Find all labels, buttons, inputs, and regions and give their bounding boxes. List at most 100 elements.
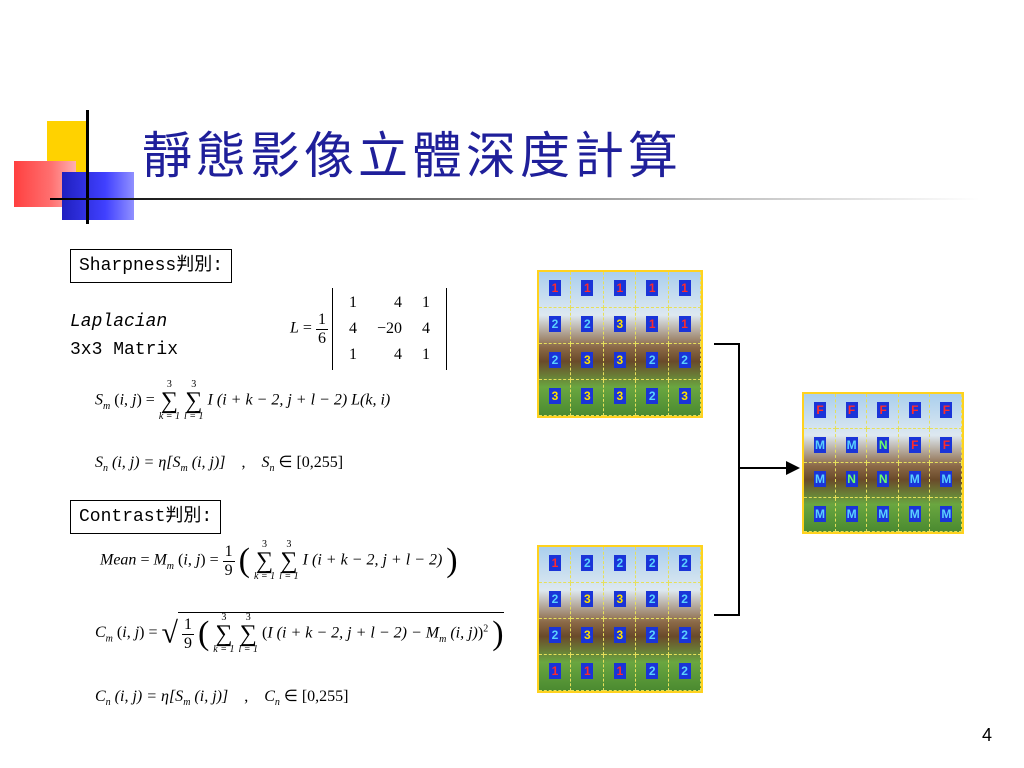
grid-cell: F bbox=[835, 394, 868, 429]
depth-tag: 2 bbox=[646, 388, 659, 404]
cn-body: (i, j) = η[S bbox=[114, 688, 184, 705]
depth-tag: 3 bbox=[581, 591, 594, 607]
matrix-row: 1 4 1 bbox=[339, 290, 440, 316]
depth-tag: 2 bbox=[613, 555, 626, 571]
L-fraction: 1 6 bbox=[315, 310, 328, 348]
depth-tag: M bbox=[877, 505, 890, 522]
depth-tag: 2 bbox=[646, 627, 659, 643]
arrow-shaft bbox=[740, 467, 790, 469]
depth-tag: N bbox=[845, 471, 858, 487]
matrix-cell: 1 bbox=[348, 294, 357, 311]
depth-tag: 1 bbox=[646, 316, 659, 332]
cn-tail: (i, j)] bbox=[194, 688, 229, 705]
grid-cell: 2 bbox=[539, 619, 572, 655]
depth-tag: M bbox=[908, 505, 921, 522]
grid-cell: 1 bbox=[668, 272, 701, 308]
grid-cell: 2 bbox=[668, 655, 701, 691]
depth-tag: F bbox=[814, 402, 826, 418]
depth-tag: 2 bbox=[646, 663, 659, 679]
grid-cell: 2 bbox=[668, 583, 701, 619]
depth-tag: 1 bbox=[678, 280, 691, 296]
depth-tag: 2 bbox=[678, 555, 691, 571]
sn-range: ∈ [0,255] bbox=[278, 454, 344, 471]
grid-cell: M bbox=[930, 463, 962, 498]
grid-cell: M bbox=[804, 497, 836, 532]
grid-cell: 2 bbox=[603, 547, 637, 583]
grid-cell: 2 bbox=[539, 583, 572, 619]
sn-body: (i, j) = η[S bbox=[112, 454, 181, 471]
laplacian-equation: L = 1 6 1 4 1 4 −20 4 1 4 1 bbox=[290, 288, 447, 370]
laplacian-matrix: 1 4 1 4 −20 4 1 4 1 bbox=[331, 288, 447, 370]
matrix-cell: 4 bbox=[393, 346, 402, 363]
depth-tag: 1 bbox=[549, 280, 561, 296]
depth-tag: 3 bbox=[613, 627, 626, 643]
sum-l: 3∑l = 1 bbox=[184, 379, 204, 422]
grid-cell: M bbox=[867, 497, 899, 532]
grid-cell: 1 bbox=[603, 272, 637, 308]
L-symbol: L bbox=[290, 319, 299, 337]
grid-cell: 2 bbox=[539, 308, 572, 344]
grid-cell: 3 bbox=[603, 583, 637, 619]
L-frac-den: 6 bbox=[317, 329, 326, 347]
grid-cell: F bbox=[804, 394, 836, 429]
grid-cell: N bbox=[835, 463, 868, 498]
sum-k: 3∑k = 1 bbox=[158, 379, 181, 422]
grid-cell: 2 bbox=[571, 547, 604, 583]
depth-tag: M bbox=[940, 505, 953, 522]
grid-cell: 2 bbox=[636, 380, 669, 416]
grid-cell: 2 bbox=[668, 619, 701, 655]
sm-equation: Sm (i, j) = 3∑k = 1 3∑l = 1 I (i + k − 2… bbox=[95, 379, 391, 422]
grid-cell: 1 bbox=[571, 272, 604, 308]
depth-tag: M bbox=[814, 505, 826, 522]
connector-top bbox=[714, 343, 740, 345]
depth-tag: 2 bbox=[678, 591, 691, 607]
grid-cell: F bbox=[867, 394, 899, 429]
matrix-cell: −20 bbox=[376, 320, 402, 337]
arrow-head-icon bbox=[786, 461, 800, 475]
grid-cell: M bbox=[898, 497, 931, 532]
depth-tag: N bbox=[877, 436, 890, 453]
grid-cell: 2 bbox=[571, 308, 604, 344]
depth-tag: 2 bbox=[549, 591, 561, 607]
grid-cell: 3 bbox=[571, 619, 604, 655]
L-frac-num: 1 bbox=[315, 310, 328, 330]
matrix-cell: 4 bbox=[393, 294, 402, 311]
grid-cell: 1 bbox=[636, 272, 669, 308]
contrast-label: Contrast判別: bbox=[70, 500, 222, 534]
decor-vertical-line bbox=[86, 110, 89, 224]
depth-tag: 1 bbox=[581, 663, 594, 679]
mean-body: I (i + k − 2, j + l − 2) bbox=[302, 551, 443, 569]
grid-cell: 1 bbox=[539, 655, 572, 691]
grid-cell: 1 bbox=[571, 655, 604, 691]
mean-word: Mean bbox=[100, 551, 137, 569]
grid-cell: M bbox=[835, 428, 868, 463]
depth-tag: F bbox=[908, 436, 921, 453]
grid-cell: 2 bbox=[668, 344, 701, 380]
depth-tag: 2 bbox=[646, 555, 659, 571]
depth-tag: 3 bbox=[613, 352, 626, 368]
matrix-row: 1 4 1 bbox=[339, 342, 440, 368]
grid-cell: N bbox=[867, 428, 899, 463]
depth-tag: 1 bbox=[678, 316, 691, 332]
grid-cell: M bbox=[804, 428, 836, 463]
matrix-caption: 3x3 Matrix bbox=[70, 340, 179, 360]
depth-tag: 3 bbox=[678, 388, 691, 404]
depth-tag: 3 bbox=[549, 388, 561, 404]
grid-cell: F bbox=[898, 428, 931, 463]
depth-tag: F bbox=[877, 402, 890, 418]
depth-tag: 1 bbox=[581, 280, 594, 296]
grid-cell: 3 bbox=[603, 619, 637, 655]
depth-tag: M bbox=[845, 505, 858, 522]
depth-tag: 1 bbox=[646, 280, 659, 296]
matrix-cell: 1 bbox=[421, 294, 430, 311]
depth-tag: 3 bbox=[581, 627, 594, 643]
sm-body: I (i + k − 2, j + l − 2) L(k, i) bbox=[207, 391, 391, 409]
cn-range: ∈ [0,255] bbox=[283, 688, 349, 705]
